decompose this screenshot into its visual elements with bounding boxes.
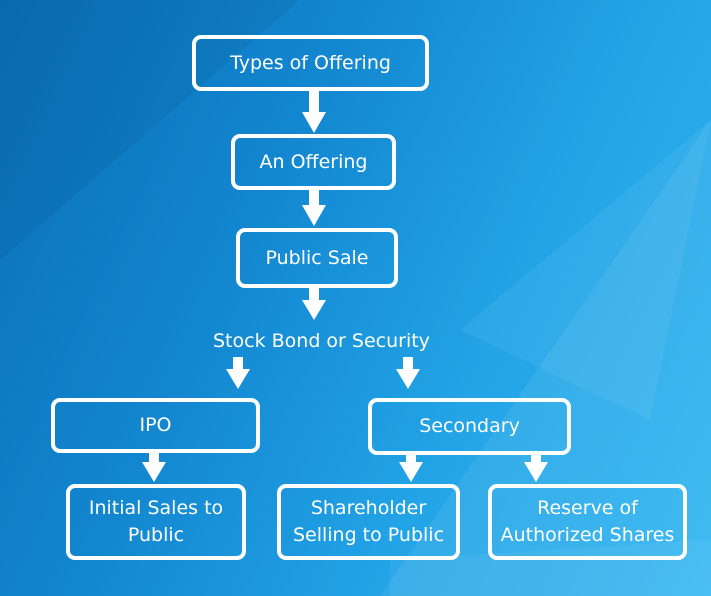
node-shareholder-selling-to-public: Shareholder Selling to Public xyxy=(277,484,460,560)
arrow-secondary-to-shareholder xyxy=(399,453,423,482)
node-stock-bond-or-security: Stock Bond or Security xyxy=(213,330,430,352)
node-reserve-of-authorized-shares: Reserve of Authorized Shares xyxy=(488,484,687,560)
node-secondary-label: Secondary xyxy=(419,415,520,437)
node-shareholder-selling-label: Shareholder Selling to Public xyxy=(292,497,445,546)
arrow-stock-bond-to-ipo xyxy=(226,357,250,389)
node-types-of-offering-label: Types of Offering xyxy=(230,51,391,74)
arrow-public-sale-to-stock-bond xyxy=(302,287,326,320)
node-ipo-label: IPO xyxy=(139,414,172,436)
arrow-types-to-offering xyxy=(302,89,326,133)
node-reserve-shares-label: Reserve of Authorized Shares xyxy=(500,497,675,546)
arrow-stock-bond-to-secondary xyxy=(396,357,420,389)
arrow-ipo-to-initial-sales xyxy=(142,451,166,482)
node-public-sale: Public Sale xyxy=(236,228,398,288)
node-an-offering-label: An Offering xyxy=(259,150,368,173)
arrow-offering-to-public-sale xyxy=(302,189,326,226)
node-ipo: IPO xyxy=(51,398,260,453)
node-types-of-offering: Types of Offering xyxy=(192,35,429,91)
arrow-secondary-to-reserve xyxy=(524,453,548,482)
node-initial-sales-label: Initial Sales to Public xyxy=(88,497,224,546)
node-public-sale-label: Public Sale xyxy=(265,246,369,269)
node-initial-sales-to-public: Initial Sales to Public xyxy=(66,484,246,560)
node-an-offering: An Offering xyxy=(231,134,396,190)
node-secondary: Secondary xyxy=(368,398,571,455)
